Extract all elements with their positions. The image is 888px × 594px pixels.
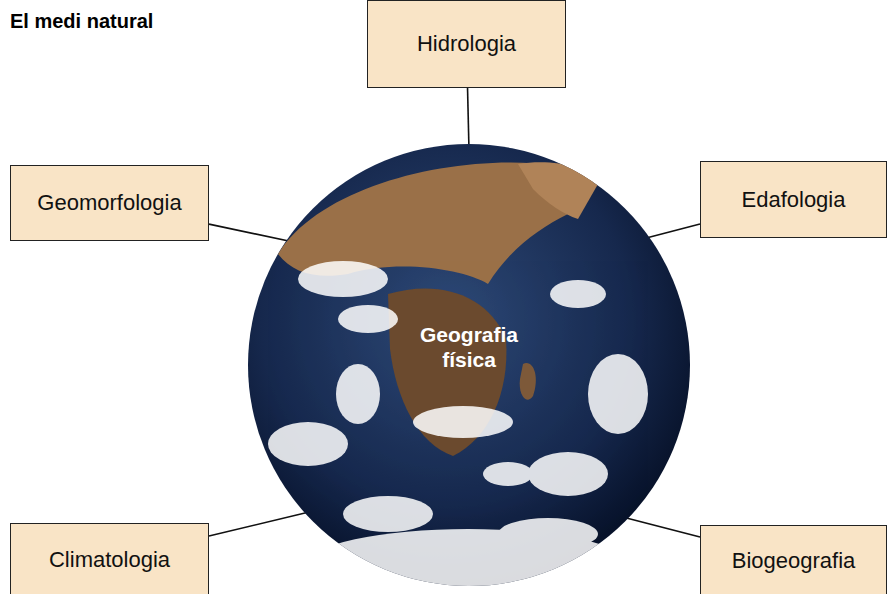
connector-line: [621, 517, 700, 537]
topic-box: Geomorfologia: [10, 165, 209, 241]
box-label: Climatologia: [49, 547, 170, 573]
connector-line: [209, 511, 312, 536]
connector-line: [209, 224, 293, 242]
box-label: Geomorfologia: [37, 190, 181, 216]
box-label: Edafologia: [742, 187, 846, 213]
topic-box: Biogeografia: [700, 525, 887, 594]
connector-line: [468, 88, 469, 151]
topic-box: Edafologia: [700, 161, 887, 238]
central-label: Geografia física: [404, 322, 534, 372]
connector-line: [642, 224, 700, 239]
topic-box: Hidrologia: [367, 0, 566, 88]
box-label: Biogeografia: [732, 548, 856, 574]
topic-box: Climatologia: [10, 523, 209, 594]
box-label: Hidrologia: [417, 31, 516, 57]
earth-globe: Geografia física: [248, 144, 690, 586]
diagram-title: El medi natural: [10, 10, 153, 33]
